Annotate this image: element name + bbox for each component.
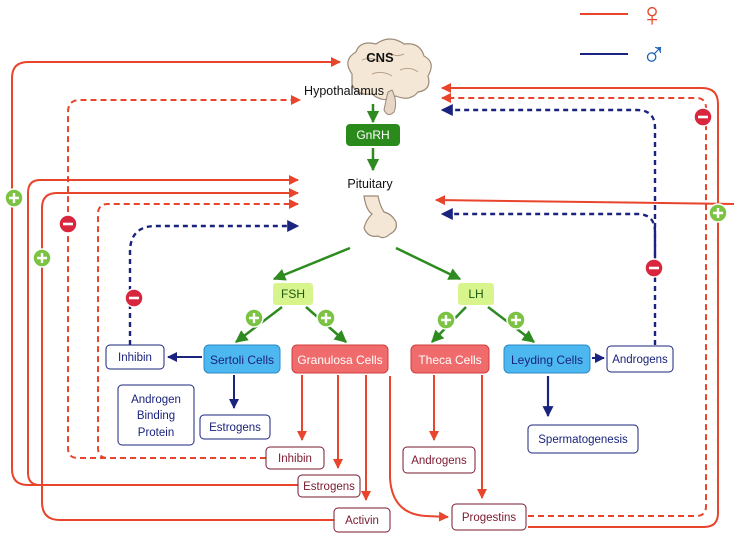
- legend: ♀ ♂: [580, 0, 667, 74]
- inhibin-female-node: [265, 446, 325, 470]
- minus-badge-icon: [124, 288, 144, 308]
- androgens-to-hypothalamus-arrow: [440, 104, 657, 345]
- leydig-cells-label: Leyding Cells: [511, 353, 583, 367]
- inhibin-female-label: Inhibin: [278, 453, 312, 465]
- estrogens-female-node: [297, 474, 361, 498]
- progestins-node: [451, 503, 527, 531]
- lh-label: LH: [468, 287, 483, 301]
- leydig-cells-node: [503, 344, 591, 374]
- granulosa-cells-label: Granulosa Cells: [297, 353, 382, 367]
- spermatogenesis-node: [527, 424, 639, 454]
- feedback-connectors: [11, 57, 734, 528]
- pituitary-gland-icon: [363, 195, 397, 239]
- theca-cells-node: [410, 344, 490, 374]
- pituitary-to-fsh-arrow: [272, 246, 351, 281]
- abp-label-line1: Androgen: [131, 394, 181, 406]
- lh-node: [458, 283, 494, 305]
- progestins-label: Progestins: [462, 512, 517, 524]
- plus-badge-icon: [436, 310, 456, 330]
- plus-badge-icon: [708, 203, 728, 223]
- abp-label-line2: Binding: [137, 410, 175, 422]
- brain-icon: [347, 38, 432, 116]
- progestins-to-hypothalamus-arrow: [441, 83, 719, 528]
- granulosa-to-progestins-arrow: [389, 376, 449, 522]
- progestins-to-pituitary-arrow: [435, 195, 734, 206]
- abp-label-line3: Protein: [138, 427, 174, 439]
- fsh-label: FSH: [281, 287, 305, 301]
- sertoli-cells-node: [203, 344, 281, 374]
- cns-label: CNS: [366, 50, 394, 65]
- progestins-dashed-to-hypothalamus-arrow: [441, 93, 707, 517]
- gnrh-node: [346, 124, 400, 146]
- plus-badge-icon: [316, 308, 336, 328]
- fsh-node: [273, 283, 313, 305]
- minus-badge-icon: [58, 214, 78, 234]
- androgens-female-label: Androgens: [411, 455, 467, 467]
- inhibin-male-to-pituitary-arrow: [128, 220, 300, 345]
- pituitary-label: Pituitary: [347, 177, 393, 191]
- estrogens-to-hypothalamus-arrow: [11, 57, 341, 486]
- inhibin-male-node: [105, 344, 165, 370]
- theca-cells-label: Theca Cells: [418, 353, 481, 367]
- androgens-to-pituitary-arrow: [440, 208, 657, 268]
- pituitary-to-lh-arrow: [395, 246, 462, 281]
- plus-badge-icon: [4, 188, 24, 208]
- plus-badge-icon: [244, 308, 264, 328]
- sertoli-cells-label: Sertoli Cells: [210, 353, 274, 367]
- inhibin-to-pituitary-arrow: [97, 199, 299, 459]
- estrogens-to-pituitary-arrow: [27, 175, 299, 486]
- activin-to-pituitary-arrow: [41, 188, 334, 521]
- estrogens-male-node: [199, 414, 271, 440]
- androgen-binding-protein-node: [117, 384, 195, 446]
- androgens-female-node: [402, 446, 476, 474]
- estrogens-female-label: Estrogens: [303, 481, 355, 493]
- activin-label: Activin: [345, 515, 379, 527]
- inhibin-to-hypothalamus-arrow: [67, 95, 301, 459]
- activin-node: [333, 507, 391, 533]
- minus-badge-icon: [693, 107, 713, 127]
- estrogens-male-label: Estrogens: [209, 422, 261, 434]
- plus-badge-icon: [32, 248, 52, 268]
- hypothalamus-label: Hypothalamus: [304, 84, 384, 98]
- minus-badge-icon: [644, 258, 664, 278]
- androgens-male-label: Androgens: [612, 354, 668, 366]
- inhibin-male-label: Inhibin: [118, 352, 152, 364]
- gnrh-label: GnRH: [356, 128, 389, 142]
- plus-badge-icon: [506, 310, 526, 330]
- male-symbol-icon: ♂: [641, 36, 667, 74]
- spermatogenesis-label: Spermatogenesis: [538, 434, 628, 446]
- female-symbol-icon: ♀: [639, 0, 665, 34]
- granulosa-cells-node: [291, 344, 389, 374]
- androgens-male-node: [606, 345, 674, 373]
